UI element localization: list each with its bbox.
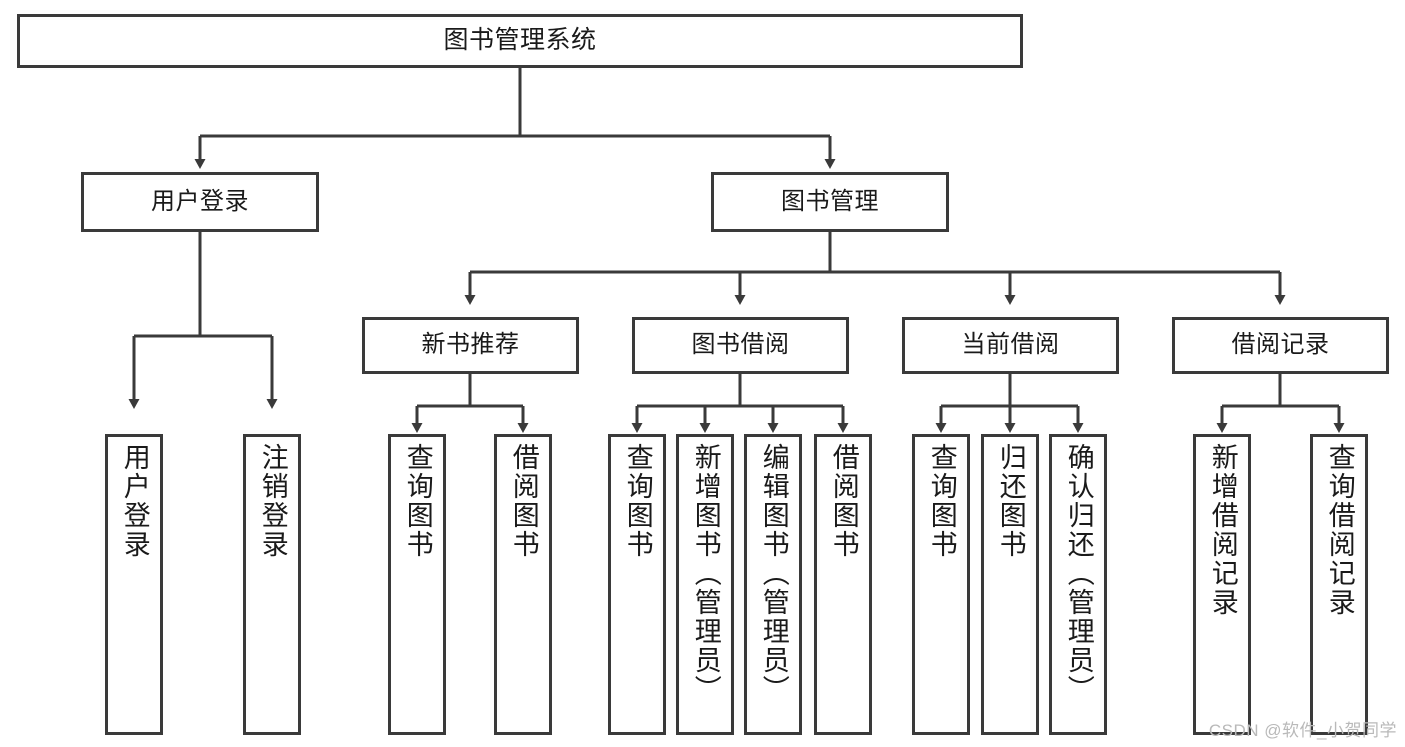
node-label: 借阅图书 (828, 443, 859, 559)
leaf-confirm-return[interactable]: 确认归还（管理员） (1049, 434, 1107, 735)
node-label: 归还图书 (995, 443, 1026, 559)
node-label: 查询借阅记录 (1324, 443, 1355, 617)
node-label: 新增图书（管理员） (690, 443, 721, 704)
node-book-manage[interactable]: 图书管理 (711, 172, 949, 232)
node-label: 用户登录 (151, 187, 249, 215)
node-user-login[interactable]: 用户登录 (81, 172, 319, 232)
leaf-query-book-1[interactable]: 查询图书 (388, 434, 446, 735)
node-label: 编辑图书（管理员） (758, 443, 789, 704)
leaf-return-book[interactable]: 归还图书 (981, 434, 1039, 735)
node-label: 查询图书 (402, 443, 433, 559)
leaf-user-logout[interactable]: 注销登录 (243, 434, 301, 735)
node-label: 确认归还（管理员） (1063, 443, 1094, 704)
watermark-text: CSDN @软件_小贺同学 (1208, 721, 1397, 740)
node-new-book-recommend[interactable]: 新书推荐 (362, 317, 579, 374)
node-label: 查询图书 (622, 443, 653, 559)
node-label: 图书借阅 (691, 331, 790, 359)
leaf-add-record[interactable]: 新增借阅记录 (1193, 434, 1251, 735)
leaf-borrow-book-1[interactable]: 借阅图书 (494, 434, 552, 735)
leaf-edit-book[interactable]: 编辑图书（管理员） (744, 434, 802, 735)
node-label: 用户登录 (119, 443, 150, 559)
leaf-borrow-book-2[interactable]: 借阅图书 (814, 434, 872, 735)
node-current-borrow[interactable]: 当前借阅 (902, 317, 1119, 374)
node-label: 图书管理 (781, 187, 879, 215)
node-borrow-record[interactable]: 借阅记录 (1172, 317, 1389, 374)
node-label: 查询图书 (926, 443, 957, 559)
leaf-user-login[interactable]: 用户登录 (105, 434, 163, 735)
node-label: 借阅图书 (508, 443, 539, 559)
node-root-system[interactable]: 图书管理系统 (17, 14, 1023, 68)
leaf-add-book[interactable]: 新增图书（管理员） (676, 434, 734, 735)
node-label: 图书管理系统 (443, 26, 597, 55)
node-label: 新增借阅记录 (1207, 443, 1238, 617)
node-label: 注销登录 (257, 443, 288, 559)
node-label: 当前借阅 (961, 331, 1060, 359)
node-label: 借阅记录 (1231, 331, 1330, 359)
node-book-borrow[interactable]: 图书借阅 (632, 317, 849, 374)
leaf-query-book-3[interactable]: 查询图书 (912, 434, 970, 735)
leaf-query-record[interactable]: 查询借阅记录 (1310, 434, 1368, 735)
node-label: 新书推荐 (421, 331, 520, 359)
leaf-query-book-2[interactable]: 查询图书 (608, 434, 666, 735)
